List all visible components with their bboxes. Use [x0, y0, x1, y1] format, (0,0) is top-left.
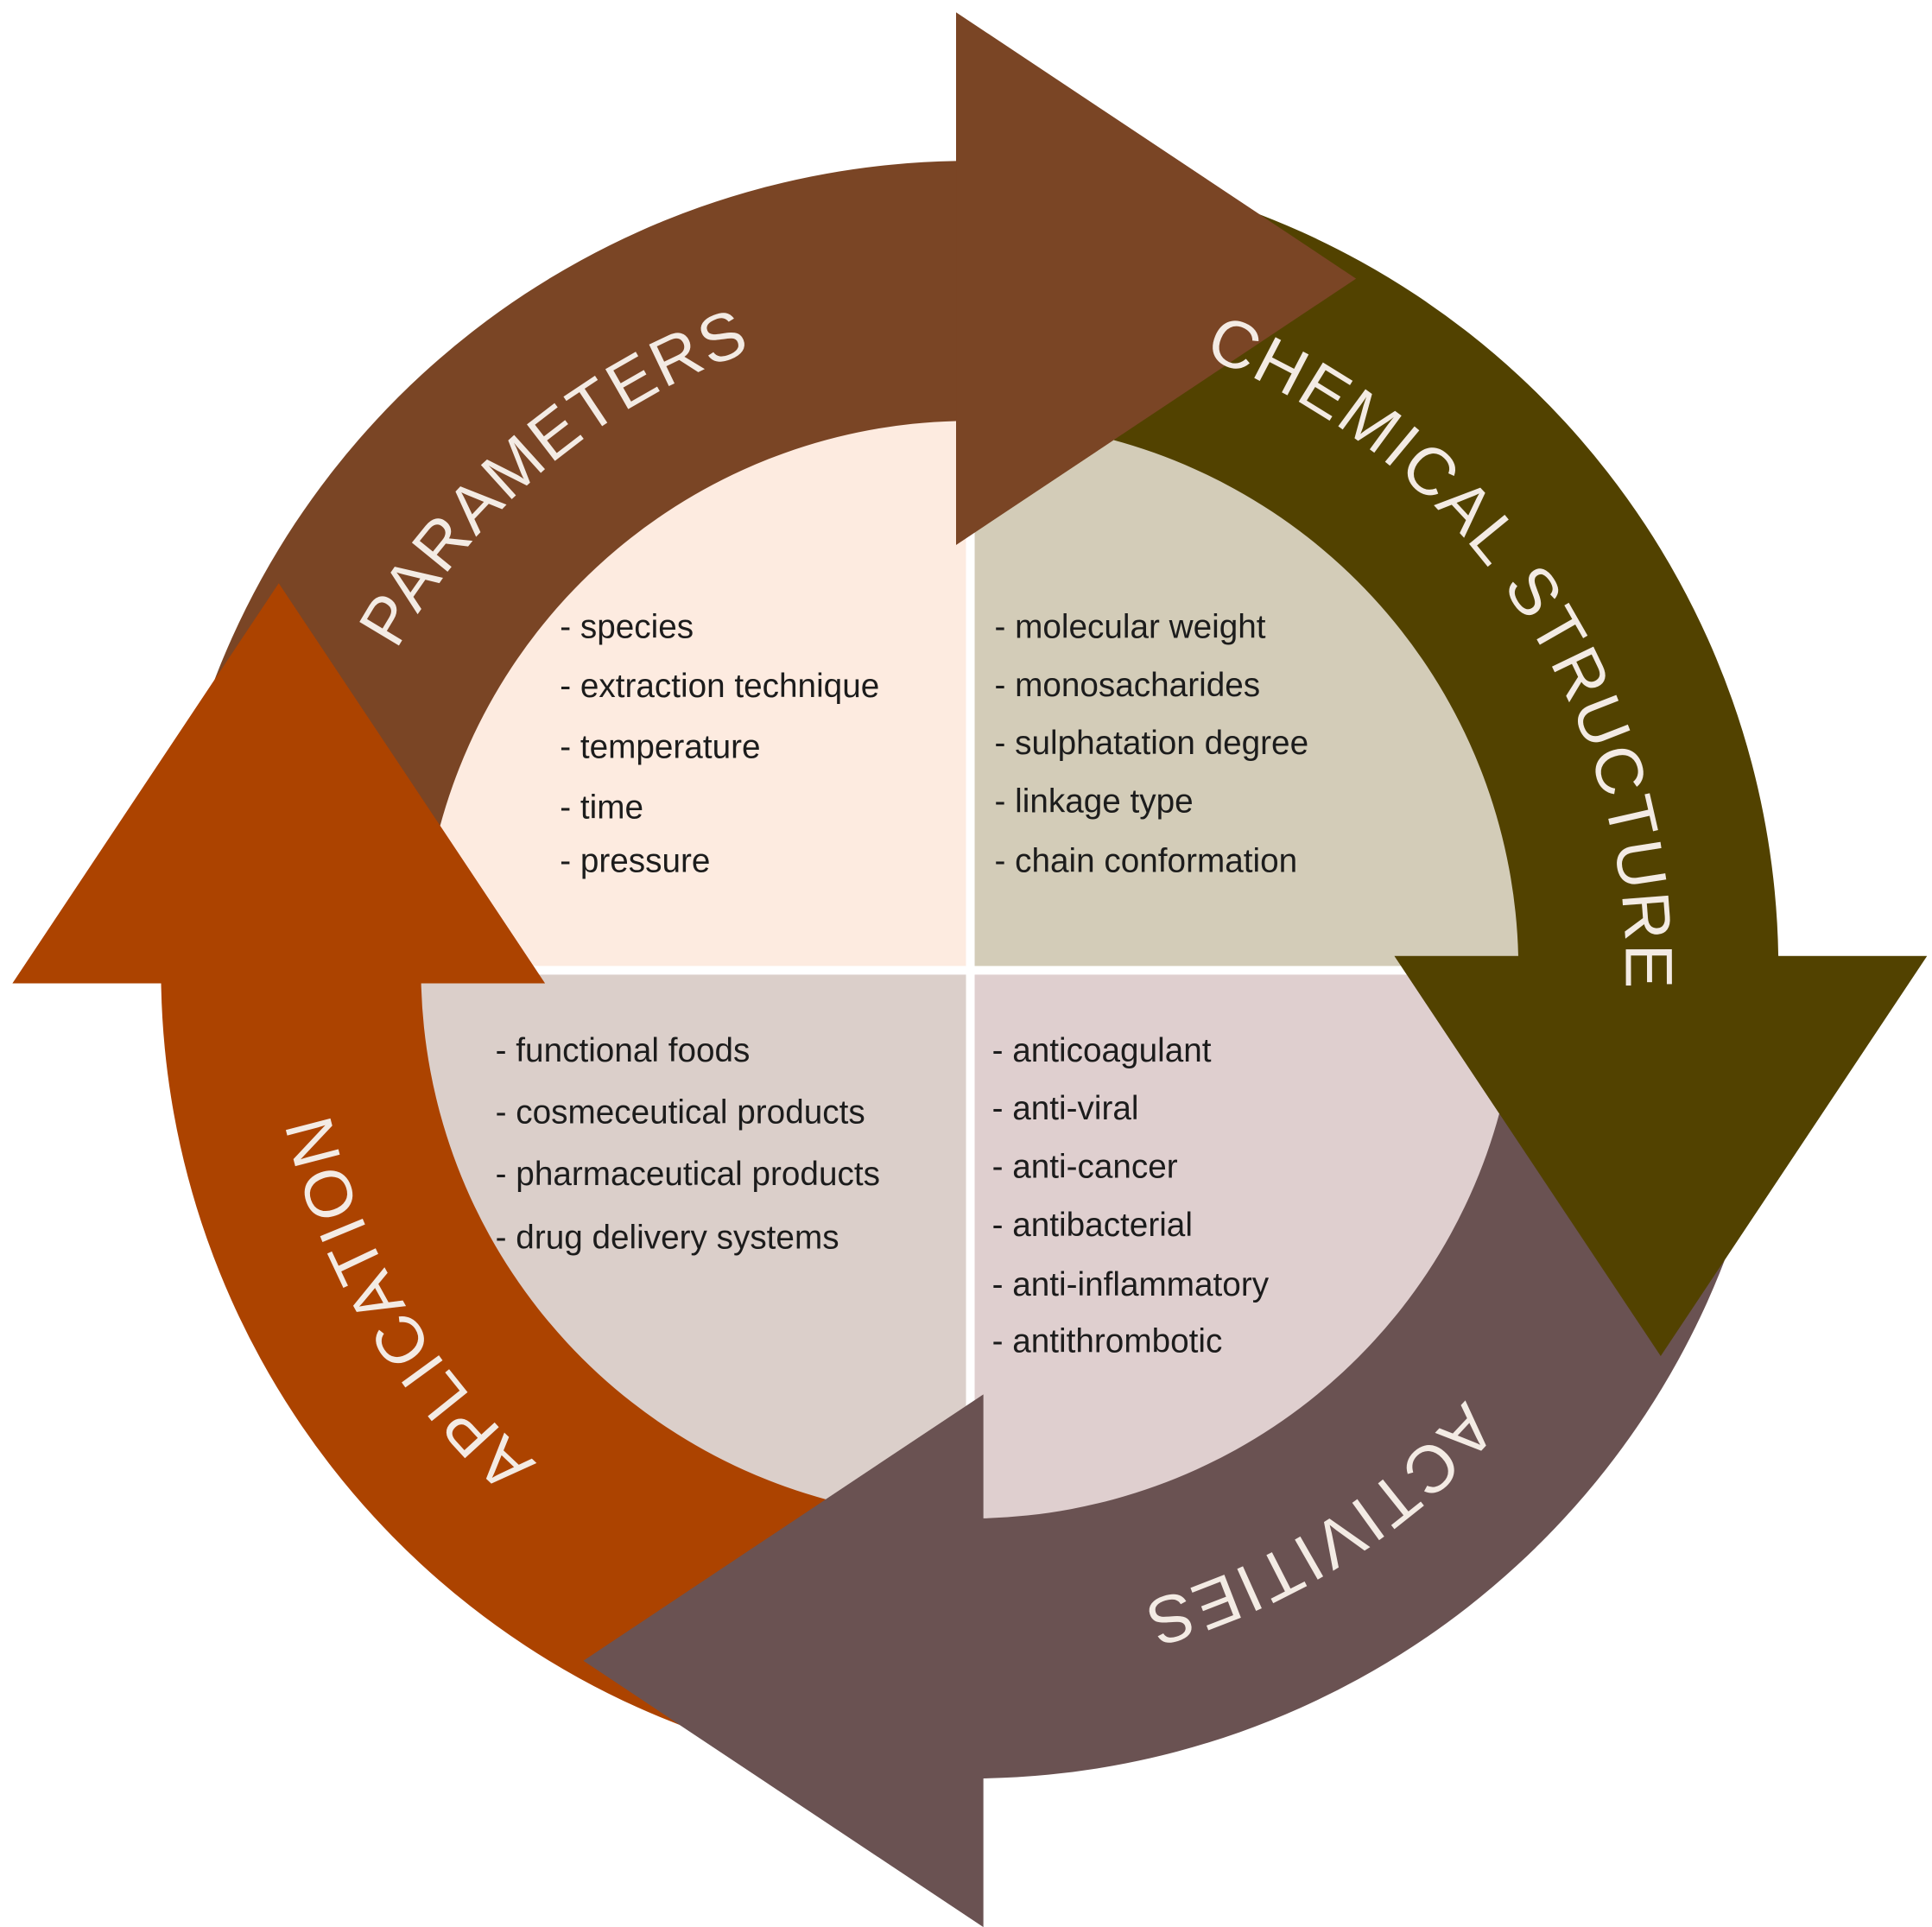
list-item: - molecular weight — [994, 608, 1265, 645]
list-item: - antithrombotic — [992, 1323, 1223, 1360]
list-item: - chain conformation — [994, 842, 1297, 879]
list-item: - anti-inflammatory — [992, 1266, 1270, 1303]
list-item: - antibacterial — [992, 1207, 1193, 1244]
list-item: - anti-cancer — [992, 1149, 1178, 1186]
list-item: - sulphatation degree — [994, 725, 1308, 762]
list-item: - drug delivery systems — [496, 1219, 839, 1256]
activities-list: - anticoagulant - anti-viral - anti-canc… — [992, 1032, 1270, 1360]
application-arrowhead — [12, 583, 546, 984]
list-item: - anti-viral — [992, 1090, 1139, 1127]
application-list: - functional foods - cosmeceutical produ… — [496, 1032, 880, 1257]
list-item: - cosmeceutical products — [496, 1093, 865, 1131]
list-item: - functional foods — [496, 1032, 751, 1069]
activities-arrowhead — [583, 1394, 984, 1927]
list-item: - temperature — [560, 728, 760, 765]
list-item: - extraction technique — [560, 668, 879, 705]
list-item: - time — [560, 789, 643, 827]
list-item: - species — [560, 608, 694, 645]
chemical-structure-list: - molecular weight - monosacharides - su… — [994, 608, 1308, 879]
list-item: - monosacharides — [994, 667, 1260, 704]
list-item: - pressure — [560, 842, 710, 879]
list-item: - anticoagulant — [992, 1032, 1212, 1069]
parameters-list: - species - extraction technique - tempe… — [560, 608, 879, 879]
chemical-structure-arrowhead — [1394, 955, 1928, 1357]
list-item: - pharmaceutical products — [496, 1156, 880, 1193]
list-item: - linkage type — [994, 783, 1193, 821]
parameters-arrowhead — [956, 12, 1357, 545]
